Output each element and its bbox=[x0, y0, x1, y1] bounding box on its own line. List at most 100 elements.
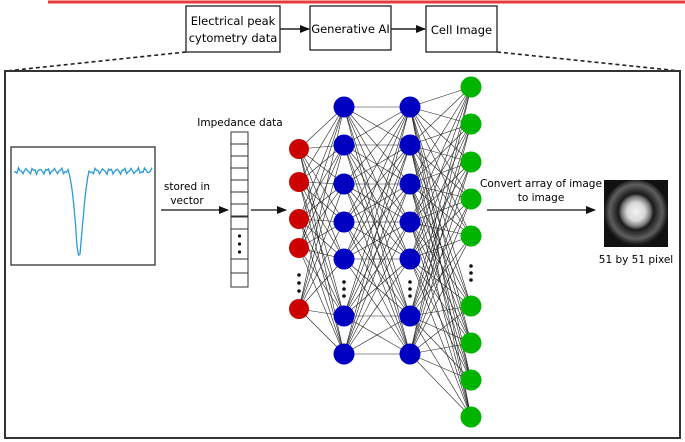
vector-cell bbox=[230, 272, 249, 288]
network-connection bbox=[343, 106, 411, 317]
vector-cell bbox=[230, 258, 249, 274]
network-connection bbox=[298, 144, 345, 249]
output-node bbox=[460, 151, 482, 173]
network-connection bbox=[298, 221, 345, 310]
network-connection bbox=[409, 106, 472, 307]
network-connection bbox=[409, 198, 472, 260]
network-connection bbox=[343, 144, 411, 260]
network-connection bbox=[409, 258, 472, 344]
output-size-label: 51 by 51 pixel bbox=[599, 254, 673, 266]
generated-cell-image bbox=[604, 180, 668, 247]
network-connection bbox=[343, 106, 411, 185]
network-connection bbox=[343, 106, 411, 260]
network-connection bbox=[409, 106, 472, 200]
arrow-stored-label-line1: stored in bbox=[164, 181, 210, 193]
network-connections bbox=[298, 86, 472, 418]
hidden-1-ellipsis-dot bbox=[342, 280, 346, 284]
network-connection bbox=[409, 198, 472, 355]
network-connection bbox=[298, 106, 345, 183]
network-connection bbox=[343, 221, 411, 355]
impedance-signal-trace bbox=[13, 166, 153, 257]
network-connection bbox=[409, 86, 472, 260]
hidden-2-ellipsis-dot bbox=[408, 287, 412, 291]
hidden-1-ellipsis-dot bbox=[342, 287, 346, 291]
network-connection bbox=[409, 86, 472, 146]
hidden-2-node bbox=[399, 173, 421, 195]
vector-cell bbox=[230, 131, 249, 145]
network-connection bbox=[409, 315, 472, 381]
hidden-2-node bbox=[399, 96, 421, 118]
output-ellipsis-dot bbox=[469, 278, 473, 282]
hidden-1-node bbox=[333, 211, 355, 233]
vector-cell bbox=[230, 203, 249, 217]
network-connection bbox=[409, 258, 472, 307]
network-connection bbox=[298, 218, 345, 317]
network-connection bbox=[409, 144, 472, 200]
output-node bbox=[460, 188, 482, 210]
network-connection bbox=[409, 86, 472, 108]
zoom-guide-left bbox=[5, 51, 187, 72]
network-connection bbox=[298, 144, 345, 220]
vector-cell bbox=[230, 216, 249, 230]
network-connection bbox=[298, 144, 345, 310]
network-connection bbox=[343, 221, 411, 260]
pipeline: Electrical peak cytometry data Generativ… bbox=[185, 5, 498, 53]
network-connection bbox=[409, 123, 472, 146]
input-node bbox=[289, 172, 309, 192]
hidden-2-node bbox=[399, 134, 421, 156]
network-connection bbox=[409, 258, 472, 418]
vector-cell bbox=[230, 179, 249, 193]
network-connection bbox=[409, 144, 472, 344]
impedance-vector bbox=[230, 131, 249, 288]
input-node bbox=[289, 299, 309, 319]
network-connection bbox=[298, 148, 345, 260]
input-node bbox=[289, 209, 309, 229]
vector-cell bbox=[230, 143, 249, 157]
network-connection bbox=[298, 258, 345, 310]
output-node bbox=[460, 113, 482, 135]
network-connection bbox=[409, 235, 472, 355]
network-connection bbox=[409, 86, 472, 355]
network-connection bbox=[409, 161, 472, 260]
hidden-1-ellipsis-dot bbox=[342, 294, 346, 298]
hidden-2-node bbox=[399, 305, 421, 327]
network-connection bbox=[409, 144, 472, 163]
network-connection bbox=[409, 258, 472, 381]
pipeline-step-cytometry-data-line2: cytometry data bbox=[189, 31, 278, 45]
input-ellipsis-dot bbox=[297, 281, 301, 285]
network-connection bbox=[409, 106, 472, 125]
network-connection bbox=[298, 308, 345, 355]
pipeline-step-generative-ai: Generative AI bbox=[309, 5, 392, 51]
hidden-2-node bbox=[399, 211, 421, 233]
arrow-convert-label-line1: Convert array of image bbox=[480, 178, 602, 190]
output-ellipsis-dot bbox=[469, 264, 473, 268]
network-connection bbox=[343, 106, 411, 223]
layer-input bbox=[289, 139, 309, 319]
network-connection bbox=[298, 148, 345, 223]
hidden-1-node bbox=[333, 343, 355, 365]
arrow-convert-label-line2: to image bbox=[518, 192, 565, 204]
output-node bbox=[460, 76, 482, 98]
hidden-2-node bbox=[399, 248, 421, 270]
network-connection bbox=[409, 123, 472, 260]
network-connection bbox=[409, 144, 472, 237]
vector-cell bbox=[230, 155, 249, 169]
vector-ellipsis-dot bbox=[237, 242, 242, 246]
pipeline-step-cell-image-label: Cell Image bbox=[431, 23, 492, 37]
signal-plot bbox=[10, 146, 156, 266]
network-connection bbox=[298, 181, 345, 317]
network-connection bbox=[343, 315, 411, 355]
network-connection bbox=[343, 183, 411, 260]
output-node bbox=[460, 332, 482, 354]
network-connection bbox=[298, 183, 345, 249]
network-connection bbox=[343, 258, 411, 355]
hidden-1-node bbox=[333, 248, 355, 270]
network-connection bbox=[409, 86, 472, 185]
layer-hidden-1 bbox=[333, 96, 355, 365]
network-connection bbox=[409, 315, 472, 344]
hidden-1-node bbox=[333, 305, 355, 327]
input-node bbox=[289, 139, 309, 159]
input-ellipsis-dot bbox=[297, 273, 301, 277]
network-connection bbox=[343, 144, 411, 355]
